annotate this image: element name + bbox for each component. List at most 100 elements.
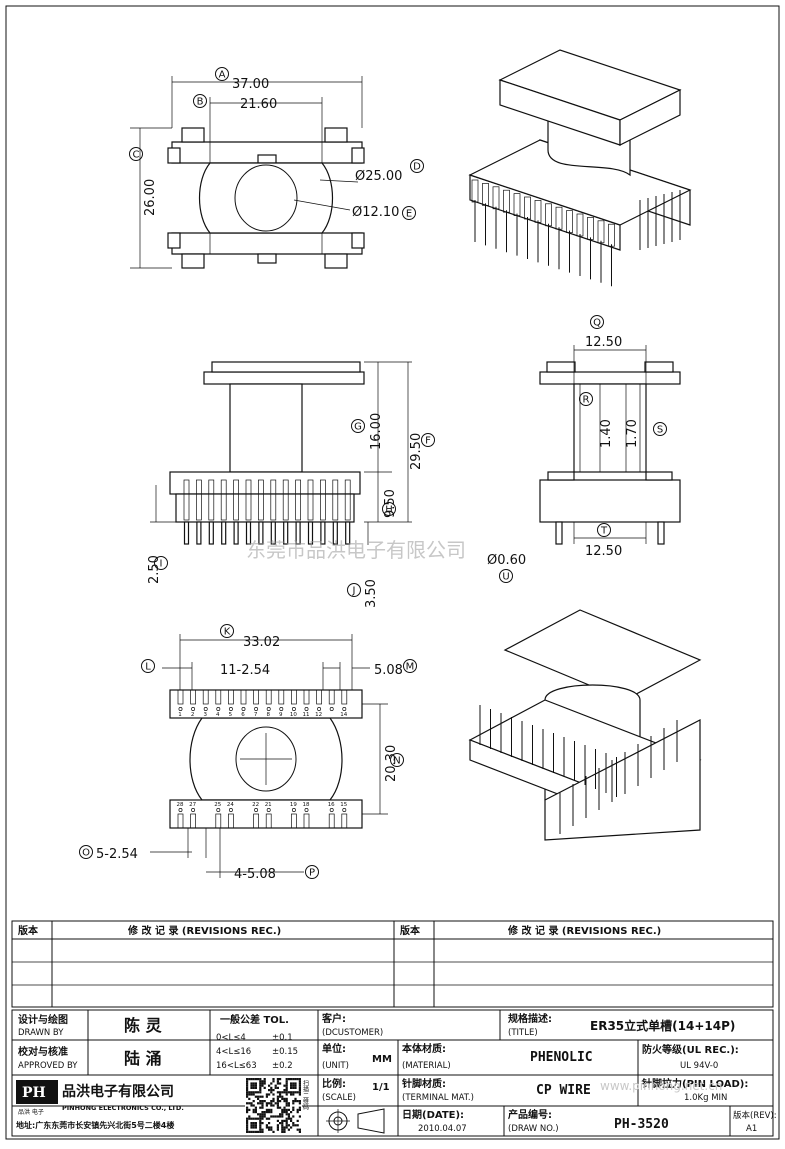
callout-circle	[410, 159, 424, 173]
bottom-slot-top	[228, 689, 234, 705]
side-pin	[245, 521, 252, 545]
scale-value: 1/1	[372, 1082, 390, 1093]
callout-letter: O	[82, 848, 90, 859]
pin-number-label: 21	[265, 802, 272, 808]
ul-label: 防火等级(UL REC.):	[642, 1043, 739, 1056]
logo-text: PH	[22, 1085, 46, 1101]
callout-circle	[590, 315, 604, 329]
approved-by-label: 校对与核准	[18, 1045, 68, 1058]
watermark-text: 东莞市品洪电子有限公司	[246, 538, 466, 562]
bottom-slot-top	[291, 689, 297, 705]
dim-o-value: 5-2.54	[96, 847, 138, 862]
dim-u-value: Ø0.60	[487, 553, 526, 568]
side-slot	[196, 479, 202, 521]
tol-range-2: 4<L≤16	[216, 1047, 251, 1057]
logo-subtext: 品洪 电子	[18, 1108, 44, 1116]
drawno-label-en: (DRAW NO.)	[508, 1124, 559, 1134]
iso-slot	[566, 210, 573, 233]
callout-letter: R	[583, 395, 590, 406]
isometric-view-bottom	[468, 609, 702, 841]
company-name-cn: 品洪电子有限公司	[62, 1083, 174, 1100]
callout-circle	[215, 67, 229, 81]
side-pin	[233, 521, 239, 545]
callout-letter: F	[425, 436, 431, 447]
callout-letter: H	[385, 505, 393, 516]
ul-value: UL 94V-0	[680, 1061, 718, 1071]
dim-g-value: 16.00	[369, 413, 384, 450]
callout-letter: B	[197, 97, 204, 108]
side-pin	[270, 521, 276, 545]
pin-number-label: 15	[340, 802, 347, 808]
scale-label: 比例:	[322, 1077, 346, 1090]
callout-letter: G	[354, 422, 362, 433]
dim-r-value: 1.40	[599, 419, 614, 448]
company-name-en: PINHONG ELECTRONICS CO., LTD.	[62, 1104, 184, 1112]
side-pin	[345, 521, 351, 545]
bottom-view	[150, 634, 388, 878]
side-slot	[332, 479, 339, 521]
callout-circle	[347, 583, 361, 597]
dim-l-value: 11-2.54	[220, 663, 270, 678]
pin-number-label: 12	[315, 712, 322, 718]
callout-circle	[421, 433, 435, 447]
callout-letter: J	[352, 586, 356, 597]
pin-hole	[304, 707, 309, 711]
terminal-label: 针脚材质:	[402, 1077, 446, 1090]
pin-hole	[203, 707, 208, 711]
material-label: 本体材质:	[402, 1042, 446, 1055]
rev-header-version-1: 版本	[18, 924, 39, 937]
title-block	[11, 1009, 774, 1137]
isometric-view-top	[468, 49, 692, 287]
callout-circle	[403, 659, 417, 673]
bottom-slot-top	[328, 689, 335, 705]
pin-number-label: 25	[214, 802, 221, 808]
tol-range-3: 16<L≤63	[216, 1061, 257, 1071]
callout-letter: C	[133, 150, 140, 161]
title-value: ER35立式单槽(14+14P)	[590, 1018, 735, 1033]
pin-hole	[216, 808, 221, 812]
callout-circle	[220, 624, 234, 638]
bottom-slot-bottom	[215, 813, 222, 829]
drawno-value: PH-3520	[614, 1117, 669, 1132]
dim-h-value: 9.50	[383, 489, 398, 518]
pin-number-label: 7	[254, 712, 258, 718]
title-label-en: (TITLE)	[508, 1028, 538, 1038]
qr-caption: 扫描二维码	[302, 1079, 309, 1111]
revision-table	[11, 920, 774, 1008]
side-slot	[208, 479, 215, 521]
pin-number-label: 14	[340, 712, 347, 718]
tol-value-3: ±0.2	[272, 1061, 293, 1071]
callout-circle	[141, 659, 155, 673]
callout-circle	[499, 569, 513, 583]
callout-letter: D	[413, 162, 421, 173]
bottom-slot-top	[303, 689, 310, 705]
bottom-slot-top	[316, 689, 322, 705]
pin-hole	[291, 707, 296, 711]
center-hole	[234, 164, 298, 232]
corner-watermark: www.pinhong.net.cn	[600, 1079, 722, 1093]
iso-slot	[471, 179, 479, 203]
dim-k-value: 33.02	[243, 635, 280, 650]
callout-circle	[305, 865, 319, 879]
callout-circle	[79, 845, 93, 859]
dim-s-value: 1.70	[625, 419, 640, 448]
iso-slot	[587, 217, 594, 240]
customer-label: 客户:	[321, 1012, 346, 1025]
pin-hole	[317, 707, 322, 711]
side-pin	[307, 521, 314, 545]
pin-hole	[329, 707, 334, 711]
side-slot	[344, 479, 351, 521]
qr-code-icon	[245, 1077, 302, 1134]
pin-number-label: 19	[290, 802, 297, 808]
tolerance-title: 一般公差 TOL.	[220, 1013, 289, 1026]
side-pin	[196, 521, 202, 545]
pin-hole	[304, 808, 309, 812]
iso-slot	[608, 223, 615, 247]
approved-by-label-en: APPROVED BY	[18, 1061, 78, 1071]
side-pin	[208, 521, 214, 545]
dim-m-value: 5.08	[374, 663, 403, 678]
approved-by-value: 陆 涌	[124, 1049, 162, 1068]
callout-letter: N	[393, 756, 400, 767]
bottom-slot-bottom	[253, 813, 259, 829]
